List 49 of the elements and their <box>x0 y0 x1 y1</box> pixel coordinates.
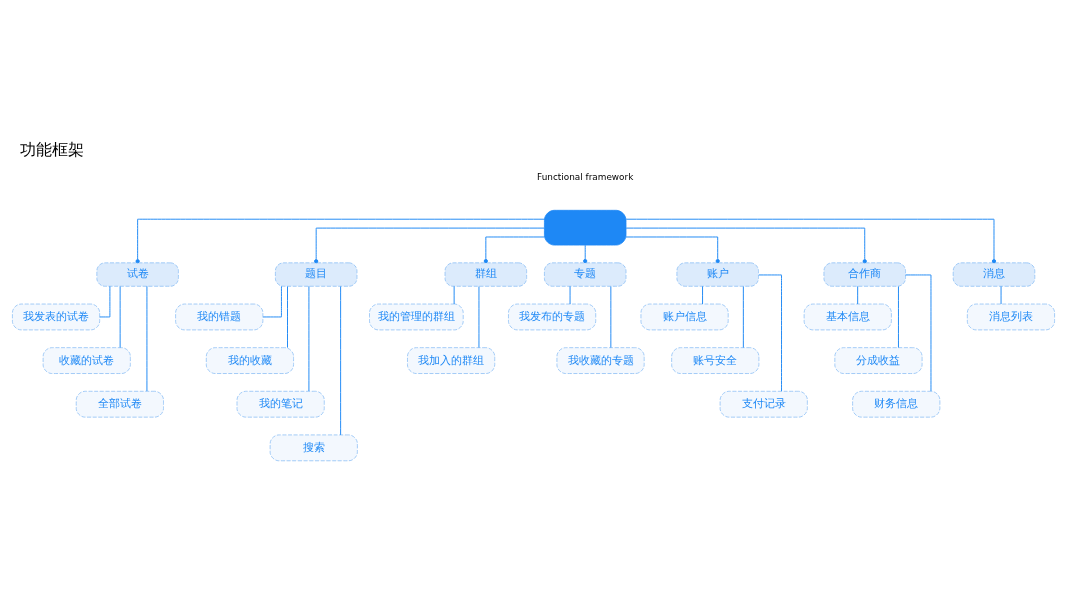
node-box: 群组 <box>444 262 528 287</box>
node-box: 我收藏的专题 <box>556 347 645 374</box>
connector <box>625 218 997 264</box>
node-box: 消息 <box>952 262 1036 287</box>
node-box: 题目 <box>274 262 358 287</box>
connector <box>99 285 111 318</box>
node-box: 我加入的群组 <box>407 347 496 374</box>
connector <box>625 236 720 264</box>
diagram-title: 功能框架 <box>20 140 84 160</box>
node-box: 搜索 <box>269 434 358 462</box>
connector <box>702 285 704 305</box>
node-box: 我的管理的群组 <box>369 303 464 331</box>
connector <box>340 285 342 436</box>
connector <box>758 274 782 392</box>
connector <box>610 286 612 349</box>
connector <box>119 286 121 349</box>
connector <box>742 286 744 349</box>
node-box: 消息列表 <box>966 303 1055 331</box>
node-box: 我的笔记 <box>236 390 325 418</box>
node-box: 合作商 <box>823 262 906 287</box>
connector <box>314 227 545 264</box>
connector <box>135 218 545 264</box>
node-box: 我的收藏 <box>205 347 294 374</box>
connector <box>857 285 859 305</box>
node-box: 我发表的试卷 <box>12 303 101 331</box>
node-box: 我发布的专题 <box>508 303 597 331</box>
node-box: 我的错题 <box>175 303 264 331</box>
node-box <box>544 209 627 246</box>
node-box: 基本信息 <box>803 303 892 331</box>
node-box: 账号安全 <box>671 347 760 374</box>
node-box: 全部试卷 <box>75 390 164 418</box>
node-box: 支付记录 <box>719 390 808 418</box>
node-box: 账户 <box>676 262 759 287</box>
connector <box>262 285 282 318</box>
connector <box>905 274 932 392</box>
connector <box>308 285 310 392</box>
label: Functional framework <box>537 172 634 183</box>
node-box: 试卷 <box>96 262 179 287</box>
connector <box>583 244 588 264</box>
connector <box>453 285 455 305</box>
node-box: 财务信息 <box>852 390 941 418</box>
connector <box>625 227 867 264</box>
connector <box>483 236 545 264</box>
node-box: 账户信息 <box>640 303 729 331</box>
node-box: 分成收益 <box>834 347 923 374</box>
connector <box>897 286 899 349</box>
connector <box>287 286 288 349</box>
node-box: 专题 <box>544 262 627 287</box>
node-box: 收藏的试卷 <box>42 347 131 374</box>
